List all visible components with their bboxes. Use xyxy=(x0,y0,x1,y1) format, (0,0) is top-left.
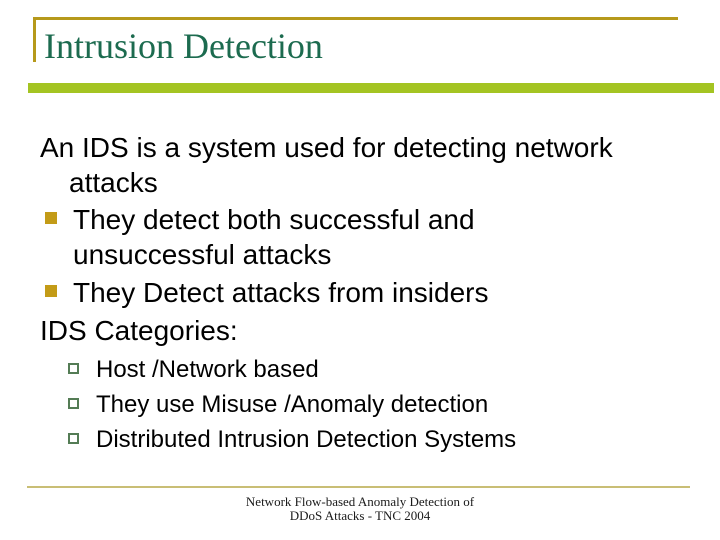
footer-line-2: DDoS Attacks - TNC 2004 xyxy=(289,508,431,523)
body-subline: Host /Network based xyxy=(96,356,319,383)
footer: Network Flow-based Anomaly Detection of … xyxy=(0,495,720,523)
body-line: They Detect attacks from insiders xyxy=(73,277,489,308)
square-bullet-icon xyxy=(45,212,57,224)
body-line: They detect both successful and xyxy=(73,204,475,235)
header-top-rule xyxy=(33,17,678,20)
body-line-wrap: unsuccessful attacks xyxy=(73,239,332,270)
body-line-wrap: attacks xyxy=(69,167,158,198)
hollow-square-bullet-icon xyxy=(68,398,79,409)
footer-line-1: Network Flow-based Anomaly Detection of xyxy=(245,494,475,509)
body-line: An IDS is a system used for detecting ne… xyxy=(40,132,613,163)
square-bullet-icon xyxy=(45,285,57,297)
body-subline: Distributed Intrusion Detection Systems xyxy=(96,426,517,453)
slide-title: Intrusion Detection xyxy=(44,26,323,66)
body-subline: They use Misuse /Anomaly detection xyxy=(96,391,489,418)
hollow-square-bullet-icon xyxy=(68,363,79,374)
hollow-square-bullet-icon xyxy=(68,433,79,444)
body-line: IDS Categories: xyxy=(40,315,238,346)
header-left-rule xyxy=(33,17,36,62)
title-divider-bar xyxy=(28,83,714,93)
footer-rule xyxy=(27,486,690,488)
